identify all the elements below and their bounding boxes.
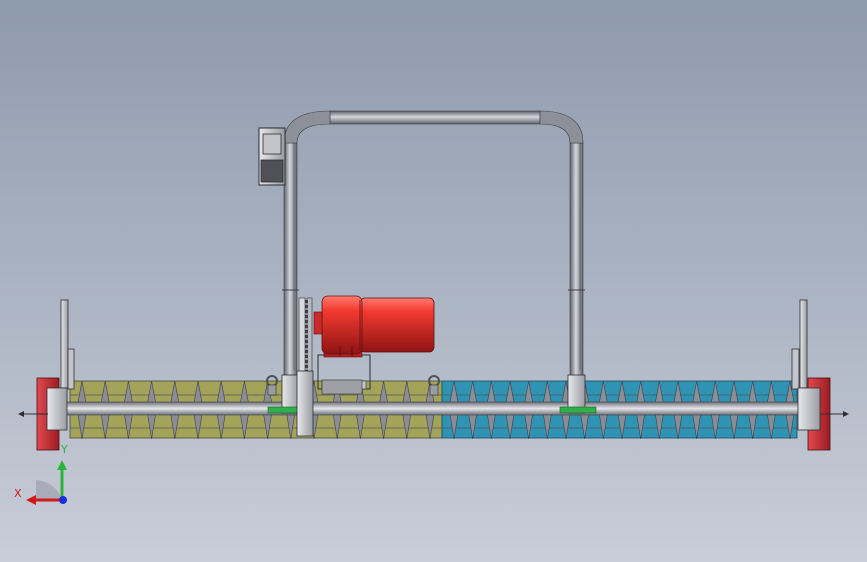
x-axis-arrow [26, 495, 36, 505]
left-frame-bend[interactable] [283, 110, 331, 144]
right-lifting-eye[interactable] [428, 375, 440, 396]
right-frame-upright[interactable] [569, 142, 584, 377]
chain-link [305, 340, 308, 343]
left-end-assembly[interactable] [18, 299, 75, 451]
left-end-post[interactable] [60, 299, 69, 389]
left-end-brace [67, 348, 75, 390]
chain-link [305, 365, 308, 368]
chain-drive[interactable] [296, 297, 314, 437]
auger-shaft[interactable] [47, 401, 821, 416]
left-lifting-eye[interactable] [266, 375, 278, 396]
x-axis-label: X [14, 487, 22, 500]
right-bearing-housing[interactable] [797, 387, 821, 431]
chain-link [305, 345, 308, 348]
left-bearing-housing[interactable] [46, 387, 68, 431]
y-axis-label: Y [61, 443, 68, 456]
chain-guard-left [298, 297, 306, 379]
motor-body[interactable] [359, 297, 435, 353]
left-frame-upright[interactable] [283, 142, 298, 377]
left-shaft-arrow [18, 411, 24, 417]
tube-frame[interactable] [282, 110, 585, 377]
chain-link [305, 310, 308, 313]
triad-plane [36, 480, 62, 500]
right-end-brace [791, 348, 800, 390]
control-box[interactable] [258, 127, 286, 186]
z-axis-dot [59, 496, 67, 504]
chain-link [305, 305, 308, 308]
y-axis-arrow [57, 460, 67, 470]
driven-sprocket-housing[interactable] [296, 370, 314, 437]
chain-link [305, 315, 308, 318]
chain [305, 300, 308, 373]
chain-link [305, 325, 308, 328]
chain-link [305, 320, 308, 323]
coordinate-triad[interactable] [26, 460, 67, 505]
right-shaft-coupling [559, 406, 597, 414]
right-shaft-arrow [843, 411, 849, 417]
right-frame-bend[interactable] [539, 110, 584, 144]
right-end-post[interactable] [799, 299, 808, 389]
top-frame-bar[interactable] [329, 110, 541, 125]
chain-link [305, 360, 308, 363]
chain-link [305, 355, 308, 358]
chain-link [305, 335, 308, 338]
chain-link [305, 300, 308, 303]
motor-bracket [321, 379, 363, 395]
chain-link [305, 330, 308, 333]
motor-gearbox[interactable] [321, 295, 363, 355]
motor-output-flange [313, 311, 323, 335]
drive-motor[interactable] [313, 295, 435, 390]
right-end-assembly[interactable] [791, 299, 849, 451]
chain-link [305, 350, 308, 353]
